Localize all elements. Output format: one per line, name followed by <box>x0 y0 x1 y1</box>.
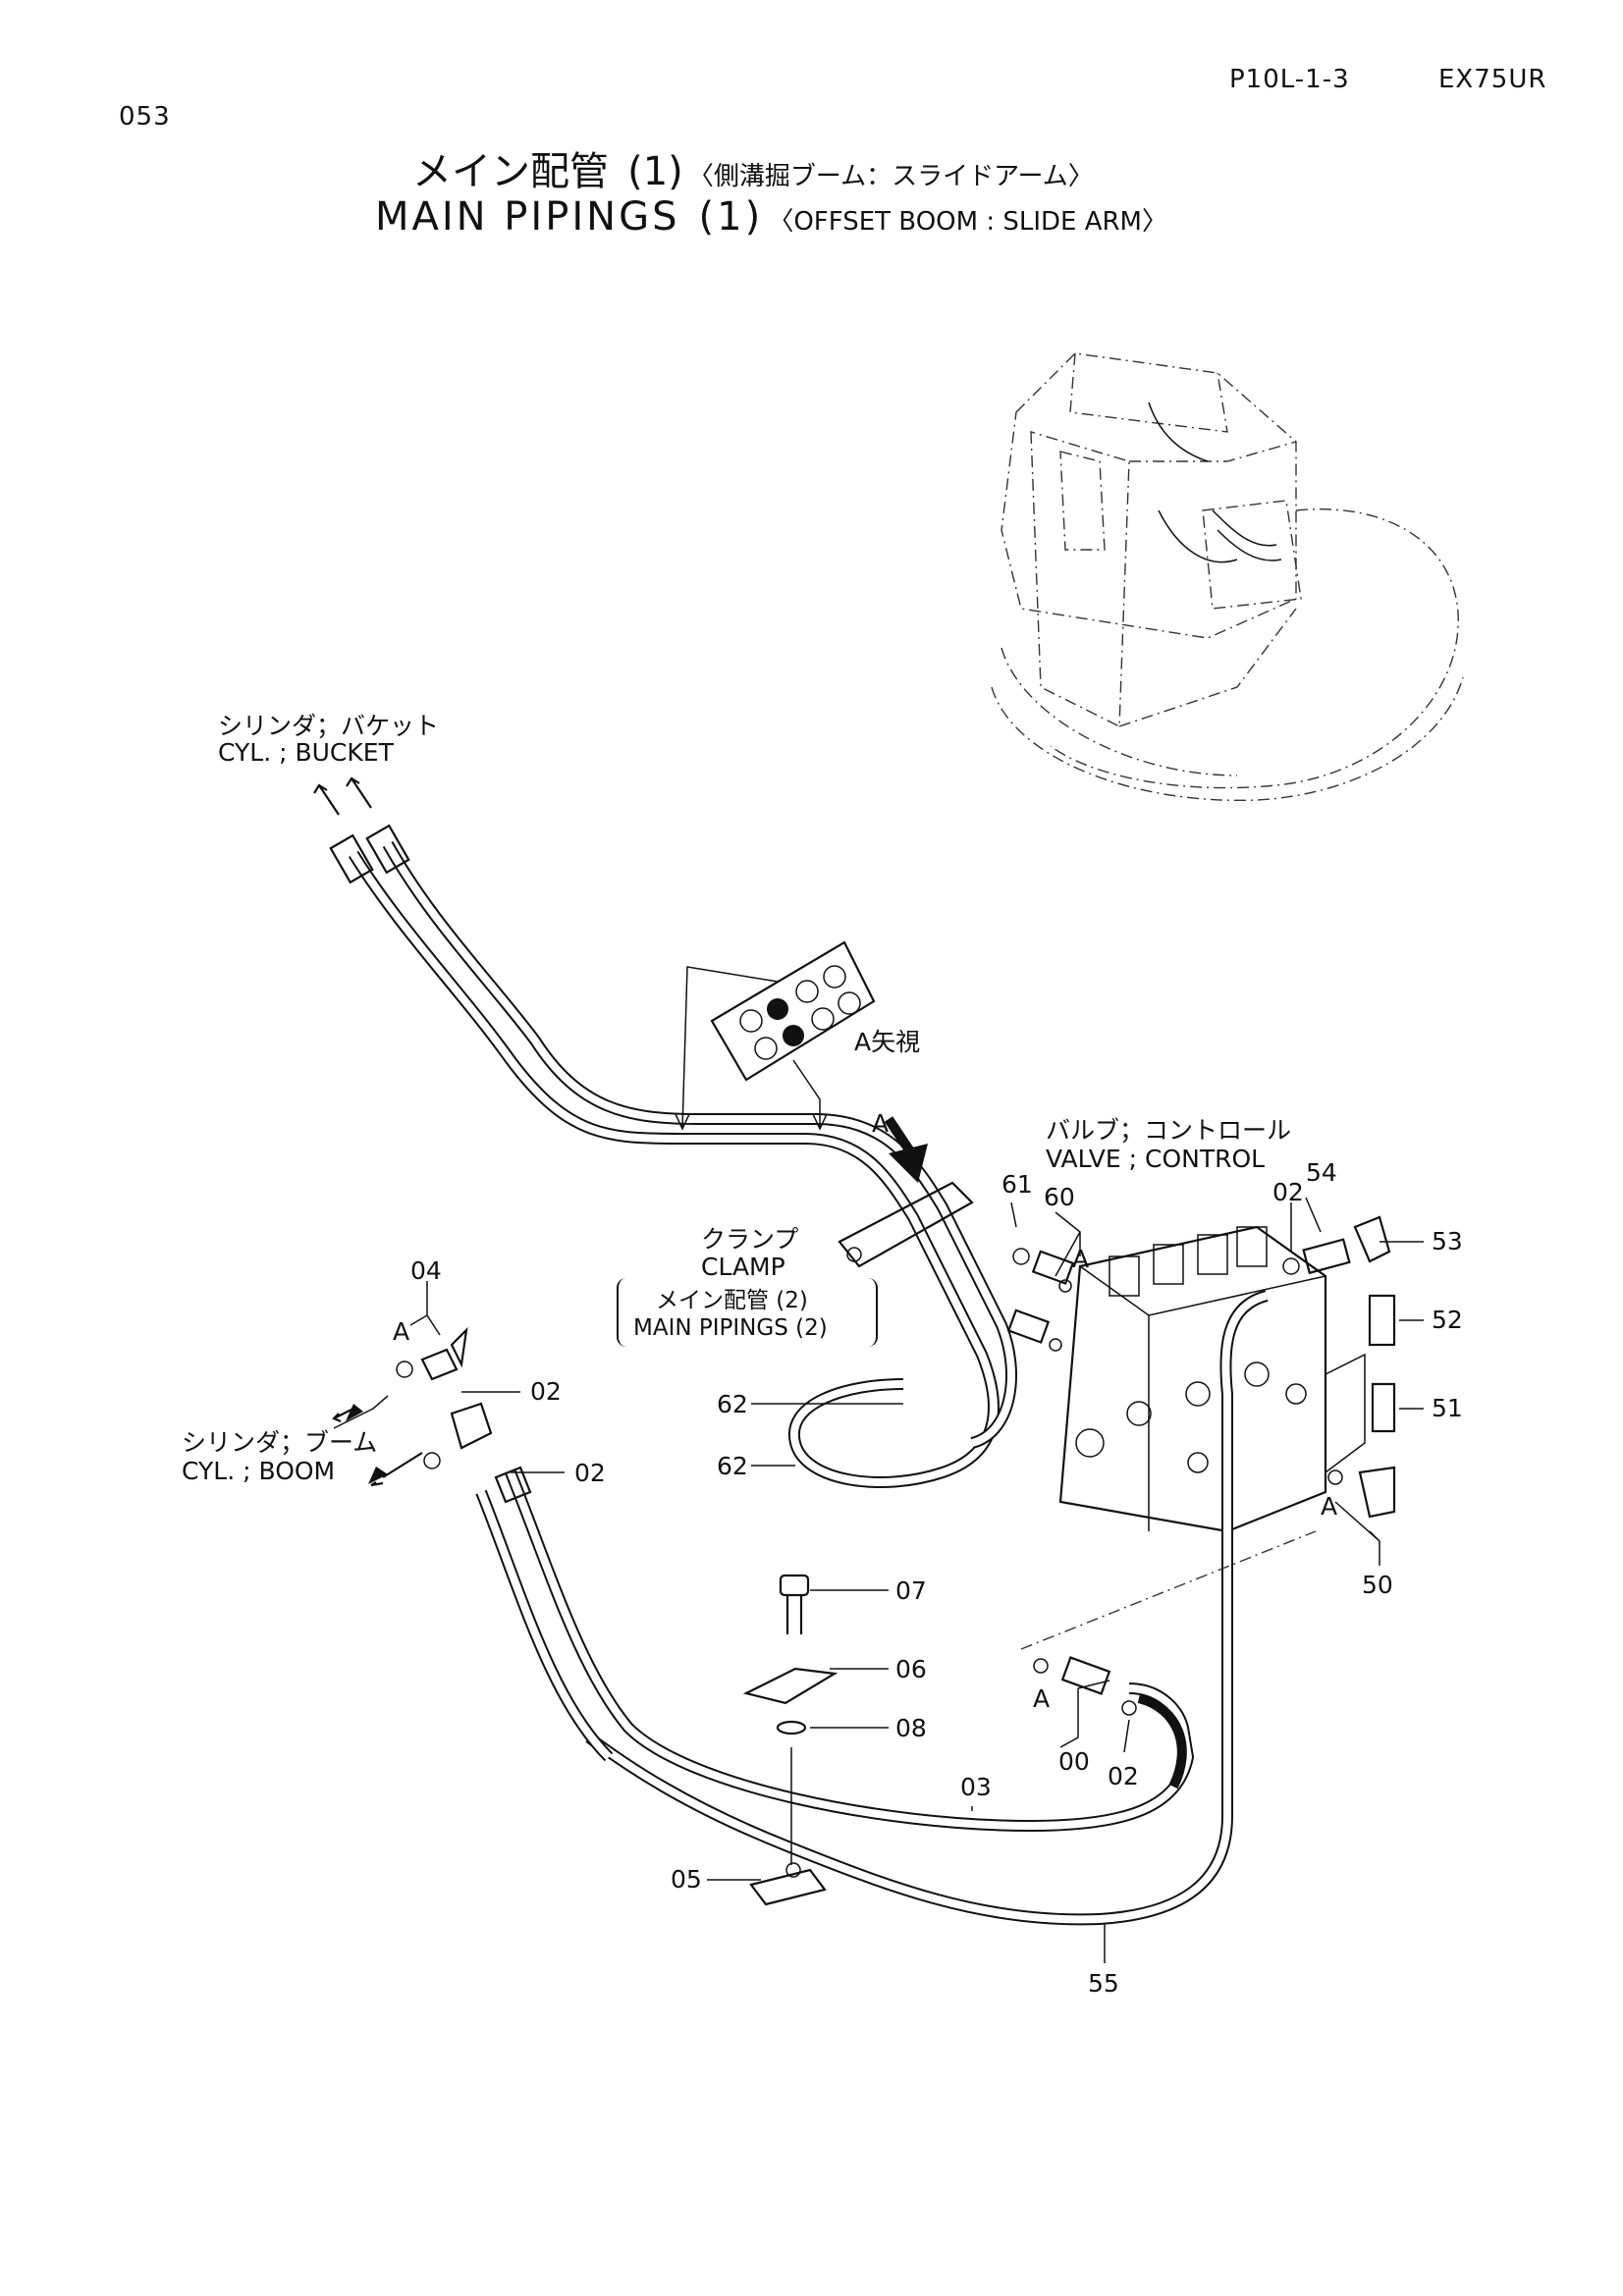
clamp-hardware <box>742 1574 839 1906</box>
reference-bracket <box>617 1278 878 1347</box>
callout-50: 50 <box>1362 1571 1393 1599</box>
label-view-a: A矢視 <box>854 1028 921 1056</box>
callout-a-boom: A <box>393 1317 410 1346</box>
label-clamp-en: CLAMP <box>701 1253 785 1281</box>
label-boom-cylinder-jp: シリンダ；ブーム <box>182 1428 378 1457</box>
callout-a-lower: A <box>1033 1684 1051 1713</box>
callout-52: 52 <box>1432 1306 1463 1334</box>
title-jp-number: (1) <box>627 149 683 194</box>
boom-fittings <box>332 1326 532 1504</box>
control-valve <box>1058 1225 1366 1533</box>
callout-00: 00 <box>1058 1747 1090 1776</box>
callout-a-50: A <box>1321 1492 1338 1521</box>
callout-62-upper: 62 <box>717 1390 748 1418</box>
title-en-number: (1) <box>698 194 764 240</box>
label-arrow-a: A <box>872 1109 890 1138</box>
callout-62-lower: 62 <box>717 1452 748 1480</box>
callout-03: 03 <box>960 1773 992 1801</box>
label-bucket-cylinder-en: CYL. ; BUCKET <box>218 738 394 767</box>
label-boom-cylinder-en: CYL. ; BOOM <box>182 1457 336 1485</box>
callout-51: 51 <box>1432 1394 1463 1422</box>
label-clamp-jp: クランプ <box>701 1225 799 1254</box>
leader-lines <box>409 1197 1424 1963</box>
callout-55: 55 <box>1088 1969 1119 1998</box>
title-en: MAIN PIPINGS (1) 〈OFFSET BOOM : SLIDE AR… <box>375 194 1167 240</box>
page-number: 053 <box>119 102 171 132</box>
callout-04: 04 <box>410 1256 442 1285</box>
label-bucket-cylinder-jp: シリンダ；バケット <box>218 712 440 740</box>
title-en-main: MAIN PIPINGS <box>375 194 680 240</box>
label-reference-en: MAIN PIPINGS (2) <box>633 1315 828 1341</box>
clamp <box>838 1181 974 1268</box>
callout-08: 08 <box>895 1714 927 1742</box>
title-en-subtitle: 〈OFFSET BOOM : SLIDE ARM〉 <box>768 207 1167 237</box>
label-valve-jp: バルブ；コントロール <box>1046 1116 1292 1145</box>
valve-fittings <box>1006 1215 1396 1519</box>
callout-53: 53 <box>1432 1227 1463 1255</box>
callout-06: 06 <box>895 1655 927 1683</box>
lower-fittings <box>1033 1656 1187 1789</box>
callout-60: 60 <box>1044 1183 1075 1211</box>
title-jp-main: メイン配管 <box>412 149 609 194</box>
callout-07: 07 <box>895 1576 927 1605</box>
pipe-03 <box>475 1469 1195 1833</box>
callout-05: 05 <box>671 1865 702 1894</box>
excavator-upper-structure <box>991 352 1464 802</box>
callout-02-boom-lower: 02 <box>574 1459 606 1487</box>
part-code: P10L-1-3 <box>1229 65 1350 94</box>
view-arrow-icon <box>889 1144 928 1183</box>
label-reference-jp: メイン配管 (2) <box>656 1288 808 1313</box>
callout-02-boom-upper: 02 <box>530 1377 562 1406</box>
callout-61: 61 <box>1001 1170 1033 1199</box>
pipe-55 <box>585 1290 1269 1926</box>
callout-02-lower: 02 <box>1108 1762 1139 1790</box>
callout-02-valve: 02 <box>1272 1178 1304 1206</box>
callout-a-valve: A <box>1072 1245 1090 1273</box>
model-code: EX75UR <box>1438 65 1547 94</box>
bucket-hoses <box>313 776 1017 1488</box>
callout-54: 54 <box>1306 1158 1337 1187</box>
title-jp-subtitle: 〈側溝掘ブーム：スライドアーム〉 <box>687 162 1094 191</box>
label-valve-en: VALVE ; CONTROL <box>1046 1145 1266 1173</box>
title-jp: メイン配管 (1) 〈側溝掘ブーム：スライドアーム〉 <box>412 139 1094 196</box>
view-a-inset <box>675 940 876 1131</box>
